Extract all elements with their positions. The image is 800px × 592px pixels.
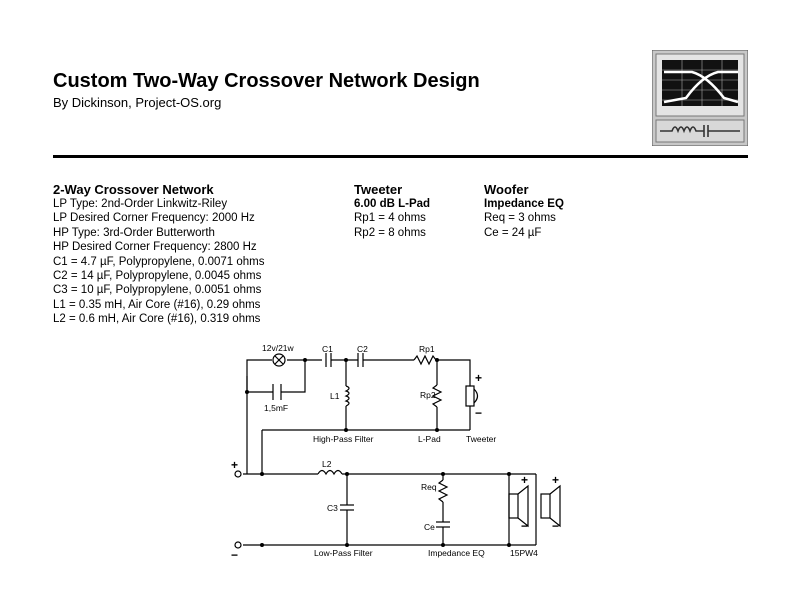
spec-line: HP Desired Corner Frequency: 2800 Hz [53,241,257,254]
l2-label: L2 [322,459,332,469]
lp-filter-label: Low-Pass Filter [314,548,373,558]
tweeter-heading: Tweeter [354,182,403,197]
hp-filter-label: High-Pass Filter [313,434,374,444]
spec-line: Rp1 = 4 ohms [354,212,426,225]
lamp-label: 12v/21w [262,343,295,353]
woofer-spec: Woofer Impedance EQ Req = 3 ohms Ce = 24… [484,182,564,240]
spec-line: C1 = 4.7 µF, Polypropylene, 0.0071 ohms [53,255,265,268]
woofer-model-label: 15PW4 [510,548,538,558]
byline: By Dickinson, Project-OS.org [53,95,222,110]
cap-label: 1,5mF [264,403,288,413]
spec-line: L2 = 0.6 mH, Air Core (#16), 0.319 ohms [53,313,261,326]
tweeter-label: Tweeter [466,434,496,444]
network-heading: 2-Way Crossover Network [53,182,214,197]
header-divider [53,155,748,158]
c1-label: C1 [322,344,333,354]
input-plus-label: + [231,458,238,472]
woofer-heading: Woofer [484,182,529,197]
l1-label: L1 [330,391,340,401]
lpad-label: L-Pad [418,434,441,444]
crossover-logo-icon [652,50,748,146]
woofer-subheading: Impedance EQ [484,198,564,210]
tweeter-minus-label: − [475,406,482,420]
impedance-eq-label: Impedance EQ [428,548,485,558]
spec-line: LP Desired Corner Frequency: 2000 Hz [53,212,255,225]
spec-line: C3 = 10 µF, Polypropylene, 0.0051 ohms [53,284,262,297]
c2-label: C2 [357,344,368,354]
crossover-schematic: 12v/21w 1,5mF C1 C2 Rp1 L1 Rp2 High-Pass… [231,343,561,562]
woofer2-plus-label: + [552,473,559,487]
ce-label: Ce [424,522,435,532]
spec-line: L1 = 0.35 mH, Air Core (#16), 0.29 ohms [53,298,261,311]
spec-line: C2 = 14 µF, Polypropylene, 0.0045 ohms [53,270,262,283]
c3-label: C3 [327,503,338,513]
tweeter-spec: Tweeter 6.00 dB L-Pad Rp1 = 4 ohms Rp2 =… [354,182,430,240]
spec-line: Req = 3 ohms [484,212,556,225]
page-title: Custom Two-Way Crossover Network Design [53,70,480,92]
rp2-label: Rp2 [420,390,436,400]
woofer2-minus-label: − [552,519,559,533]
tweeter-plus-label: + [475,371,482,385]
network-spec: 2-Way Crossover Network LP Type: 2nd-Ord… [53,182,265,327]
woofer1-minus-label: − [521,519,528,533]
input-minus-label: − [231,548,238,562]
spec-line: Rp2 = 8 ohms [354,226,426,239]
req-label: Req [421,482,437,492]
tweeter-subheading: 6.00 dB L-Pad [354,198,431,210]
spec-line: Ce = 24 µF [484,226,542,239]
woofer1-plus-label: + [521,473,528,487]
spec-line: HP Type: 3rd-Order Butterworth [53,226,215,239]
spec-line: LP Type: 2nd-Order Linkwitz-Riley [53,198,228,210]
rp1-label: Rp1 [419,344,435,354]
